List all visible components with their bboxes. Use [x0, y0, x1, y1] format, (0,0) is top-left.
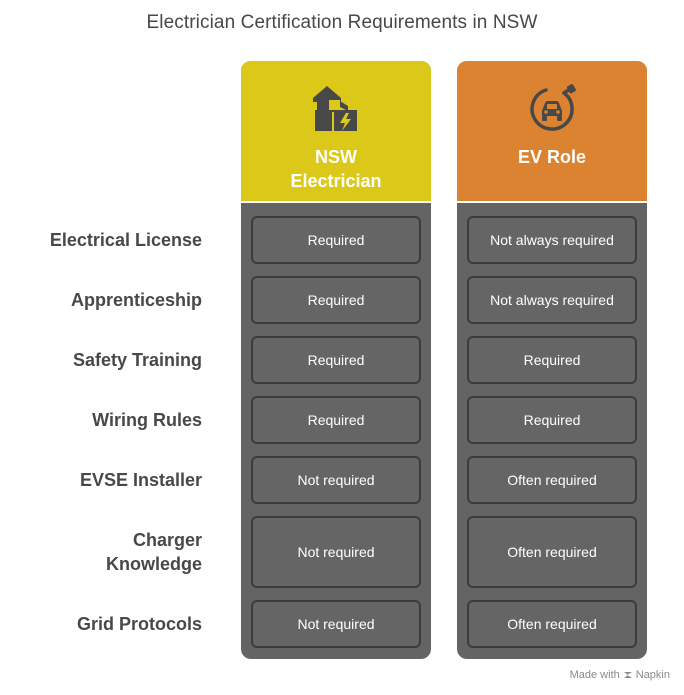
house-lightning-icon [313, 86, 357, 131]
cell-ev-safety-training: Required [467, 336, 637, 384]
column-header-nsw-electrician: NSW Electrician [241, 61, 431, 203]
ev-charging-car-icon [530, 84, 576, 131]
cell-ev-charger-knowledge: Often required [467, 516, 637, 588]
cell-nsw-wiring-rules: Required [251, 396, 421, 444]
napkin-brand: Napkin [635, 669, 670, 681]
cell-ev-electrical-license: Not always required [467, 216, 637, 264]
cell-nsw-apprenticeship: Required [251, 276, 421, 324]
made-with-label: Made with [569, 669, 620, 681]
napkin-logo-icon [623, 672, 632, 678]
row-label-grid-protocols: Grid Protocols [76, 614, 202, 634]
cell-nsw-grid-protocols: Not required [251, 600, 421, 648]
column-ev-role: EV Role Not always required Not always r… [457, 61, 647, 659]
row-label-electrical-license: Electrical License [49, 230, 202, 250]
cell-nsw-evse-installer: Not required [251, 456, 421, 504]
column-nsw-electrician: NSW Electrician Required Required Requir… [241, 61, 431, 659]
diagram-title: Electrician Certification Requirements i… [146, 12, 538, 33]
cell-nsw-charger-knowledge: Not required [251, 516, 421, 588]
row-label-evse-installer: EVSE Installer [79, 470, 202, 490]
row-label-wiring-rules: Wiring Rules [92, 410, 202, 430]
column-header-ev-role: EV Role [457, 61, 647, 203]
cell-ev-grid-protocols: Often required [467, 600, 637, 648]
row-label-safety-training: Safety Training [72, 350, 202, 370]
cell-ev-evse-installer: Often required [467, 456, 637, 504]
cell-ev-apprenticeship: Not always required [467, 276, 637, 324]
cell-ev-wiring-rules: Required [467, 396, 637, 444]
column-title-nsw-electrician: NSW Electrician [290, 147, 382, 191]
row-label-charger-knowledge: Charger Knowledge [105, 530, 202, 574]
cell-nsw-electrical-license: Required [251, 216, 421, 264]
row-label-apprenticeship: Apprenticeship [70, 290, 202, 310]
column-title-ev-role: EV Role [517, 147, 587, 167]
made-with-napkin: Made with Napkin [570, 669, 670, 681]
cell-nsw-safety-training: Required [251, 336, 421, 384]
